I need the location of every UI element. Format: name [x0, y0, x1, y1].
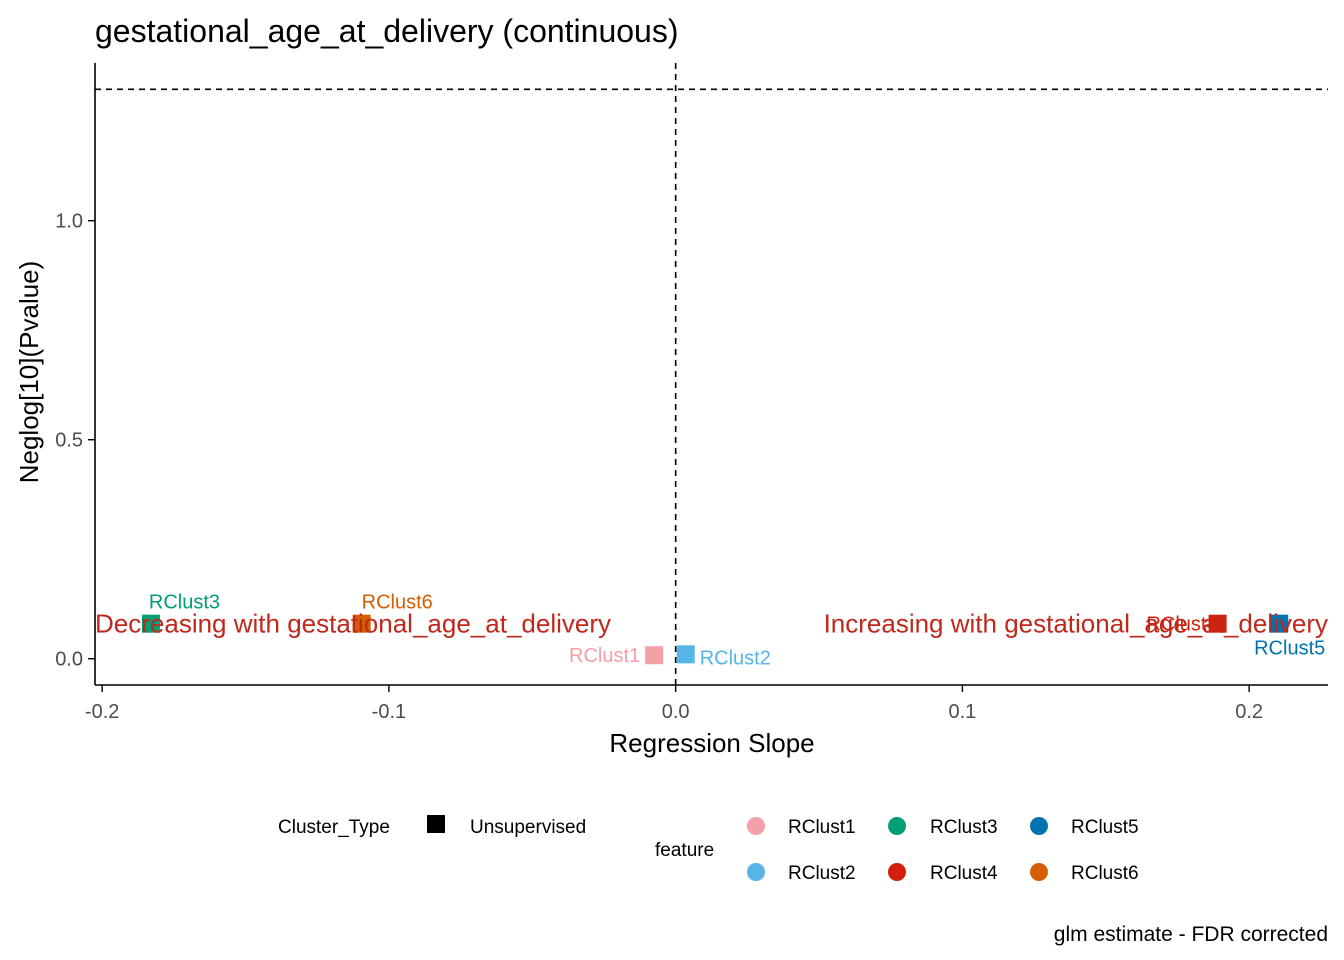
legend-swatch-rclust5 — [1030, 817, 1048, 835]
legend-swatch-rclust2 — [747, 863, 765, 881]
point-label-rclust4: RClust4 — [1146, 614, 1217, 636]
point-label-rclust2: RClust2 — [700, 647, 771, 669]
x-axis-label: Regression Slope — [609, 728, 814, 758]
point-label-rclust6: RClust6 — [362, 592, 433, 614]
legend: Cluster_Type Unsupervised feature RClust… — [278, 815, 1139, 884]
legend-item-rclust1: RClust1 — [788, 817, 856, 838]
legend-swatch-rclust3 — [888, 817, 906, 835]
point-rclust3 — [141, 614, 160, 633]
x-tick-label: 0.2 — [1235, 701, 1263, 723]
point-label-rclust5: RClust5 — [1254, 638, 1325, 660]
x-tick-label: 0.0 — [662, 701, 690, 723]
point-rclust2 — [676, 645, 695, 664]
point-rclust6 — [352, 614, 371, 633]
legend-swatch-rclust4 — [888, 863, 906, 881]
legend-cluster-type-item: Unsupervised — [470, 817, 586, 838]
x-tick-label: 0.1 — [948, 701, 976, 723]
legend-item-rclust2: RClust2 — [788, 863, 856, 884]
decreasing-annotation: Decreasing with gestational_age_at_deliv… — [95, 608, 611, 638]
point-rclust4 — [1208, 614, 1227, 633]
y-tick-label: 0.5 — [55, 430, 83, 452]
legend-item-rclust5: RClust5 — [1071, 817, 1139, 838]
x-tick-label: -0.1 — [372, 701, 406, 723]
legend-swatch-rclust1 — [747, 817, 765, 835]
point-rclust1 — [645, 646, 664, 665]
x-tick-label: -0.2 — [85, 701, 119, 723]
increasing-annotation: Increasing with gestational_age_at_deliv… — [824, 608, 1328, 638]
y-tick-label: 1.0 — [55, 211, 83, 233]
y-axis-label: Neglog[10](Pvalue) — [14, 261, 44, 484]
y-tick-label: 0.0 — [55, 649, 83, 671]
legend-item-rclust3: RClust3 — [930, 817, 998, 838]
point-label-rclust3: RClust3 — [149, 592, 220, 614]
legend-item-rclust6: RClust6 — [1071, 863, 1139, 884]
legend-item-rclust4: RClust4 — [930, 863, 998, 884]
legend-feature-title: feature — [655, 840, 714, 861]
legend-square-icon — [427, 815, 445, 833]
legend-swatch-rclust6 — [1030, 863, 1048, 881]
point-rclust5 — [1270, 614, 1289, 633]
chart-caption: glm estimate - FDR corrected — [1054, 923, 1328, 946]
chart-title: gestational_age_at_delivery (continuous) — [95, 13, 679, 49]
point-label-rclust1: RClust1 — [569, 645, 640, 667]
legend-cluster-type-title: Cluster_Type — [278, 817, 390, 838]
